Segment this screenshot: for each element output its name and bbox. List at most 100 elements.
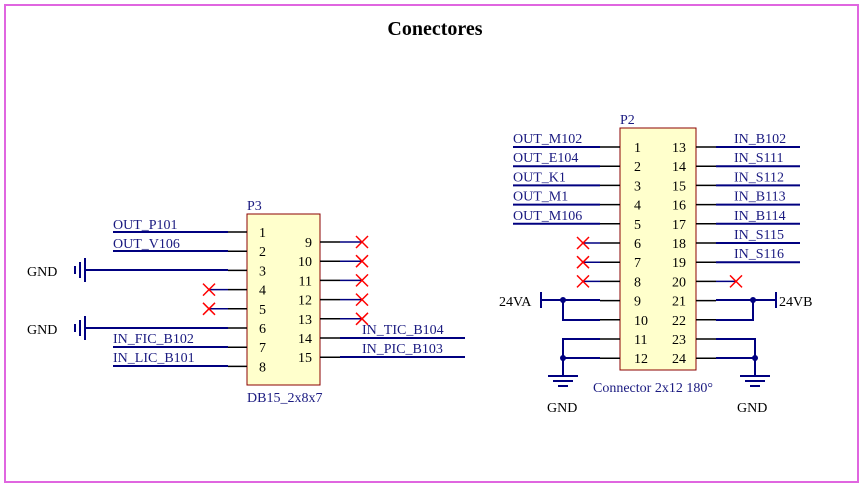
p2-designator: P2 xyxy=(620,113,635,128)
p2-no-connect-pin-8 xyxy=(576,274,590,288)
p2-pin-19-number: 19 xyxy=(672,256,686,271)
p3-no-connect-pin-13 xyxy=(355,312,369,326)
p2-pin-24-number: 24 xyxy=(672,352,686,367)
p2-pin-3-number: 3 xyxy=(634,179,641,194)
junction-gnd-right xyxy=(752,355,758,361)
p2-net-label-pin-1: OUT_M102 xyxy=(513,132,582,147)
p2-net-label-pin-4: OUT_M1 xyxy=(513,190,568,205)
p3-pin-13-number: 13 xyxy=(298,313,312,328)
p2-pin-11-number: 11 xyxy=(634,333,647,348)
p2-power-24va: 24VA xyxy=(499,292,600,321)
p3-pin-3-number: 3 xyxy=(259,264,266,279)
p2-pin-17-number: 17 xyxy=(672,218,686,233)
p3-pin-9-number: 9 xyxy=(305,236,312,251)
p2-pin-9-number: 9 xyxy=(634,295,641,310)
p2-net-label-pin-17: IN_B114 xyxy=(734,209,786,224)
junction-24vb xyxy=(750,297,756,303)
p2-pin-20-number: 20 xyxy=(672,275,686,290)
p2-net-label-pin-3: OUT_K1 xyxy=(513,170,566,185)
p2-no-connect-pin-7 xyxy=(576,255,590,269)
p3-no-connect-pin-11 xyxy=(355,273,369,287)
p3-pin-8-number: 8 xyxy=(259,360,266,375)
p3-pin-7-number: 7 xyxy=(259,341,266,356)
p2-right-net-labels: IN_B102IN_S111IN_S112IN_B113IN_B114IN_S1… xyxy=(716,132,800,264)
p3-no-connect-pin-12 xyxy=(355,293,369,307)
p2-net-label-pin-2: OUT_E104 xyxy=(513,151,578,166)
p3-right-pins: 9 10 11 12 13 14 15 xyxy=(298,236,340,366)
p3-designator: P3 xyxy=(247,199,262,214)
p2-pin-16-number: 16 xyxy=(672,199,686,214)
p2-gnd-label-right: GND xyxy=(737,401,767,416)
p2-pin-12-number: 12 xyxy=(634,352,648,367)
p2-net-label-pin-15: IN_S112 xyxy=(734,170,784,185)
junction-24va xyxy=(560,297,566,303)
p3-pin-2-number: 2 xyxy=(259,245,266,260)
p2-gnd-right: GND xyxy=(716,338,770,416)
p3-net-pin15: IN_PIC_B103 xyxy=(362,342,443,357)
p2-pin-22-number: 22 xyxy=(672,314,686,329)
p2-power-24vb: 24VB xyxy=(716,292,812,321)
p2-pin-1-number: 1 xyxy=(634,141,641,156)
p2-body xyxy=(619,127,697,371)
p3-gnd-label-2: GND xyxy=(27,323,57,338)
p3-gnd-symbol-1: GND xyxy=(27,258,95,282)
p3-net-pin6: IN_FIC_B102 xyxy=(113,332,194,347)
p2-power-label-left: 24VA xyxy=(499,295,532,310)
p2-net-label-pin-5: OUT_M106 xyxy=(513,209,582,224)
p2-net-label-pin-14: IN_S111 xyxy=(734,151,784,166)
p2-pin-14-number: 14 xyxy=(672,160,686,175)
p3-pin-10-number: 10 xyxy=(298,255,312,270)
p2-pin-2-number: 2 xyxy=(634,160,641,175)
p3-net-pin7: IN_LIC_B101 xyxy=(113,351,195,366)
p3-net-pin14: IN_TIC_B104 xyxy=(362,323,444,338)
p2-no-connect-marks xyxy=(576,236,743,288)
p3-pin-12-number: 12 xyxy=(298,294,312,309)
p2-gnd-left: GND xyxy=(547,338,600,416)
p3-gnd-symbol-2: GND xyxy=(27,316,95,340)
p2-pin-13-number: 13 xyxy=(672,141,686,156)
p2-net-label-pin-18: IN_S115 xyxy=(734,228,784,243)
p3-pin-6-number: 6 xyxy=(259,322,266,337)
p3-pin-1-number: 1 xyxy=(259,226,266,241)
junction-gnd-left xyxy=(560,355,566,361)
p3-pin-14-number: 14 xyxy=(298,332,312,347)
p2-pin-8-number: 8 xyxy=(634,275,641,290)
sheet-frame xyxy=(4,4,859,483)
p3-body xyxy=(246,213,321,386)
p2-pin-5-number: 5 xyxy=(634,218,641,233)
p2-pin-10-number: 10 xyxy=(634,314,648,329)
p3-no-connect-pin-9 xyxy=(355,235,369,249)
p2-pin-7-number: 7 xyxy=(634,256,641,271)
p2-net-label-pin-13: IN_B102 xyxy=(734,132,786,147)
p3-pin-4-number: 4 xyxy=(259,284,266,299)
p2-pin-23-number: 23 xyxy=(672,333,686,348)
p2-right-pins: 13 14 15 16 17 18 19 20 21 22 23 24 xyxy=(672,141,716,367)
p3-net-pin1: OUT_P101 xyxy=(113,218,178,233)
p2-pin-15-number: 15 xyxy=(672,179,686,194)
p2-net-label-pin-19: IN_S116 xyxy=(734,247,784,262)
p2-no-connect-pin-20 xyxy=(729,274,743,288)
p3-pin-15-number: 15 xyxy=(298,351,312,366)
p3-gnd-label-1: GND xyxy=(27,265,57,280)
p3-part-name: DB15_2x8x7 xyxy=(247,391,322,406)
p3-no-connect-pin-10 xyxy=(355,254,369,268)
p2-pin-18-number: 18 xyxy=(672,237,686,252)
p2-no-connect-pin-6 xyxy=(576,236,590,250)
p3-pin-11-number: 11 xyxy=(299,274,312,289)
p3-no-connect-marks xyxy=(202,235,369,326)
p2-part-name: Connector 2x12 180° xyxy=(593,381,713,396)
p2-pin-6-number: 6 xyxy=(634,237,641,252)
p2-gnd-label-left: GND xyxy=(547,401,577,416)
p2-net-label-pin-16: IN_B113 xyxy=(734,190,786,205)
p3-no-connect-pin-4 xyxy=(202,283,216,297)
p3-net-pin2: OUT_V106 xyxy=(113,237,180,252)
p2-power-label-right: 24VB xyxy=(779,295,812,310)
p2-pin-21-number: 21 xyxy=(672,295,686,310)
p2-pin-4-number: 4 xyxy=(634,199,641,214)
